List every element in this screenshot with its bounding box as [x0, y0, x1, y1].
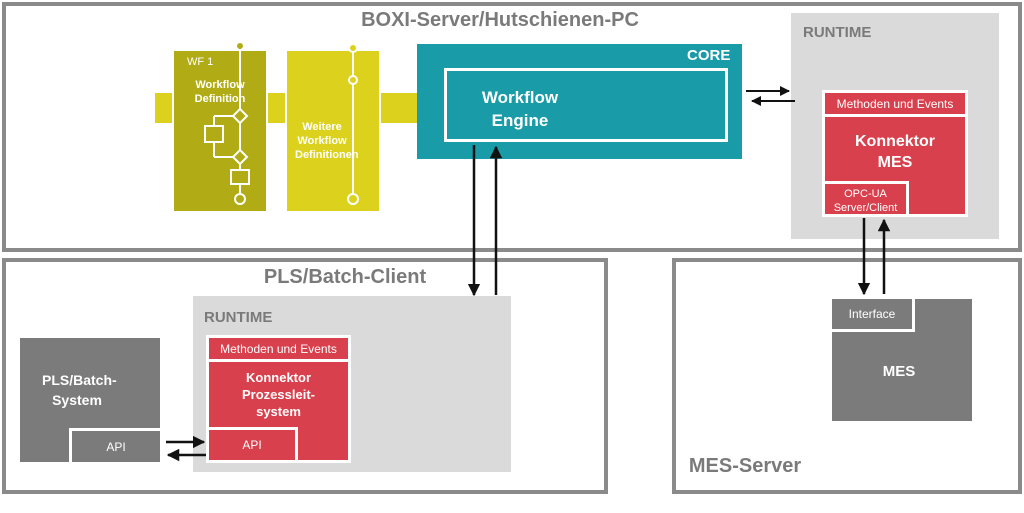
workflow-engine-label: Workflow Engine: [481, 88, 559, 130]
mes-connector-label: Konnektor MES: [855, 133, 935, 171]
pls-batch-system-label: PLS/Batch-System: [42, 372, 117, 408]
opcua-box: OPC-UA Server/Client: [822, 181, 909, 217]
workflow-engine-box[interactable]: [444, 68, 728, 142]
runtime-top-label: RUNTIME: [803, 24, 872, 41]
core-label: CORE: [687, 47, 731, 64]
pls-connector-label: Konnektor Prozessleit-system: [242, 370, 315, 419]
mes-label: MES: [882, 363, 916, 380]
mes-server-title: MES-Server: [688, 455, 802, 477]
mes-methods-label: Methoden und Events: [825, 93, 965, 117]
wf1-label: Workflow Definition: [194, 79, 246, 105]
further-workflows-card[interactable]: [285, 49, 381, 213]
further-workflows-flow-icon: [347, 43, 359, 205]
wf1-tag: WF 1: [187, 56, 214, 68]
wf1-flow-icon: [204, 41, 250, 205]
pls-connector-api: API: [206, 427, 298, 463]
boxi-server-title: BOXI-Server/Hutschienen-PC: [361, 9, 639, 31]
pls-system-api: API: [69, 428, 163, 465]
mes-interface-box: Interface: [829, 296, 915, 332]
further-workflows-label: Weitere Workflow Definitionen: [295, 121, 359, 161]
pls-client-title: PLS/Batch-Client: [263, 266, 427, 288]
runtime-bottom-label: RUNTIME: [204, 309, 273, 326]
pls-methods-label: Methoden und Events: [209, 338, 348, 362]
